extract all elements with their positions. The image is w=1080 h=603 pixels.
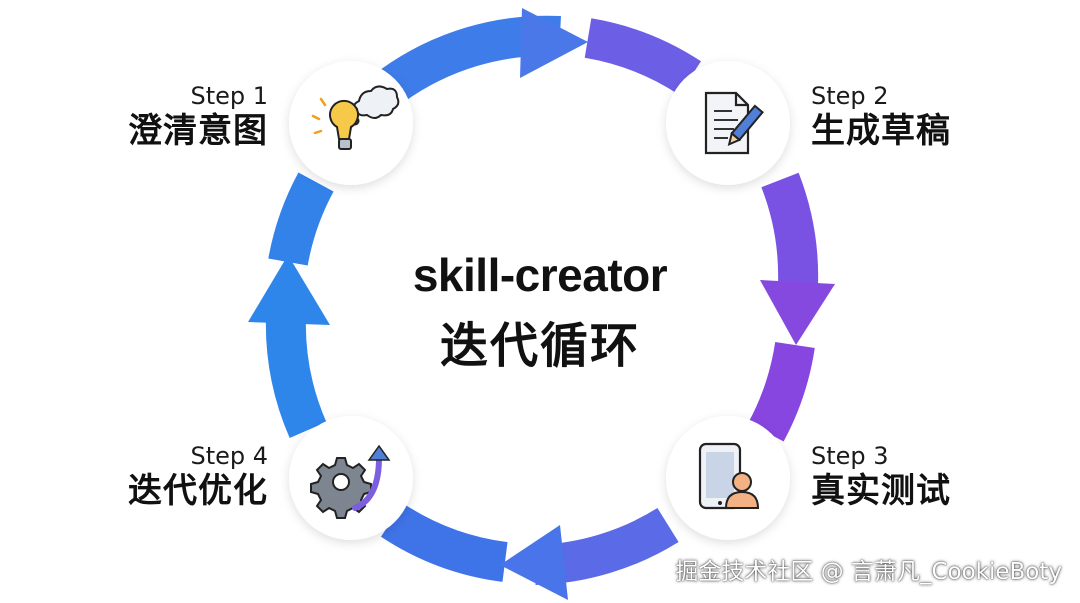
document-pencil-icon bbox=[704, 91, 764, 155]
arc-step2-to-step3-lower bbox=[748, 341, 815, 442]
arc-step2-to-step3 bbox=[761, 172, 819, 286]
step1-number: Step 1 bbox=[190, 82, 268, 110]
step3-title: 真实测试 bbox=[811, 471, 951, 511]
center-title-line1: skill-creator bbox=[412, 249, 668, 301]
arc-top-right bbox=[584, 18, 701, 95]
watermark-text: 掘金技术社区 @ 言萧凡_CookieBoty bbox=[675, 559, 1062, 585]
tablet-user-icon bbox=[698, 442, 760, 510]
step3-label-group: Step 3 真实测试 bbox=[811, 442, 1011, 512]
gear-arrow-up-icon bbox=[310, 444, 391, 519]
step3-number: Step 3 bbox=[811, 442, 889, 470]
step2-label-group: Step 2 生成草稿 bbox=[811, 82, 1011, 152]
step2-title: 生成草稿 bbox=[811, 111, 951, 151]
center-title-line2: 迭代循环 bbox=[439, 320, 640, 373]
step4-title: 迭代优化 bbox=[128, 471, 268, 511]
arc-step4-bottom bbox=[380, 503, 508, 582]
arrow-head-top bbox=[520, 8, 588, 78]
lightbulb-thought-icon bbox=[311, 85, 400, 150]
step2-number: Step 2 bbox=[811, 82, 889, 110]
step4-label-group: Step 4 迭代优化 bbox=[100, 442, 268, 512]
step4-number: Step 4 bbox=[190, 442, 268, 470]
arc-step1-left bbox=[268, 172, 334, 266]
step1-title: 澄清意图 bbox=[128, 111, 268, 151]
step1-label-group: Step 1 澄清意图 bbox=[100, 82, 268, 152]
arrow-head-right bbox=[760, 280, 835, 345]
arc-step4-to-step1 bbox=[265, 314, 327, 439]
arrow-head-left bbox=[248, 255, 330, 325]
arrow-head-bottom bbox=[500, 525, 568, 600]
